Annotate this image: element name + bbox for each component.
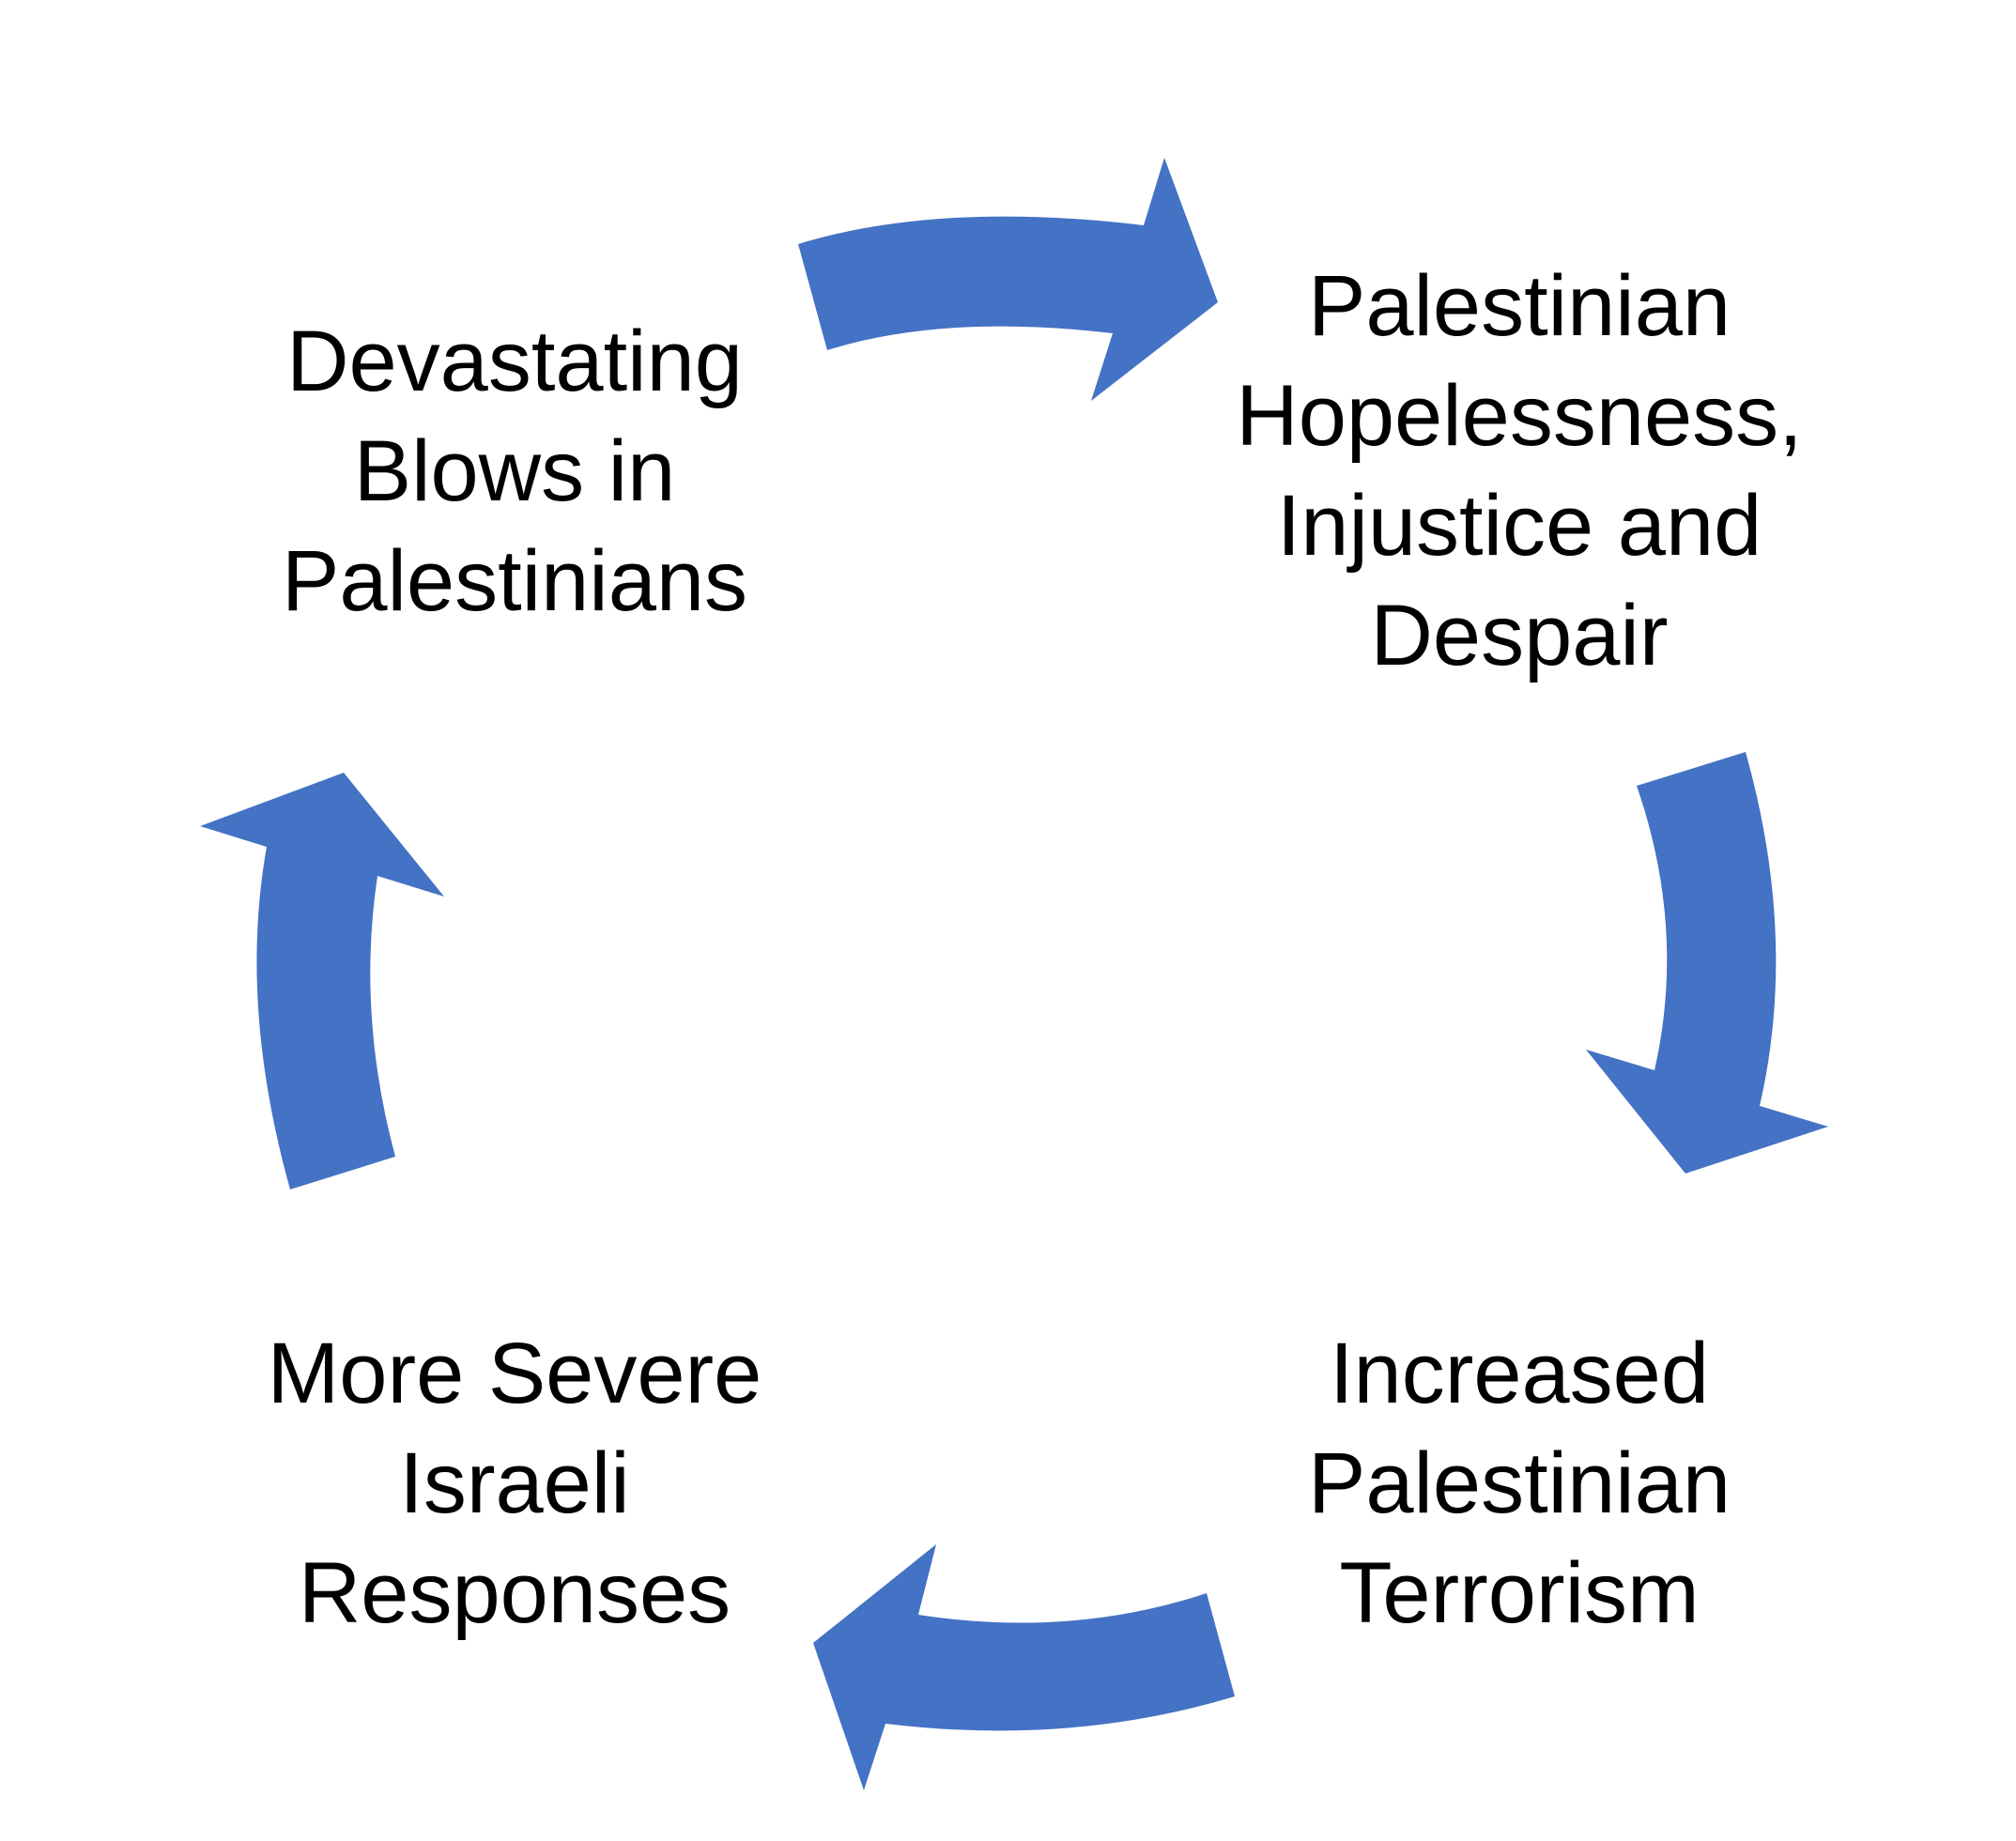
node-palestinian-hopelessness: Palestinian Hopelessness, Injustice and … bbox=[1162, 252, 1876, 691]
arrow-top-curved-right bbox=[798, 158, 1218, 401]
node-increased-terrorism: Increased Palestinian Terrorism bbox=[1162, 1319, 1876, 1649]
node-line: Injustice and bbox=[1276, 478, 1762, 574]
node-line: Palestinians bbox=[281, 533, 748, 629]
arrow-right-curved-down bbox=[1586, 752, 1828, 1174]
arrow-bottom-curved-left bbox=[813, 1544, 1235, 1790]
node-line: Blows in bbox=[353, 423, 676, 519]
arrow-left-curved-up bbox=[200, 773, 444, 1189]
node-line: Increased bbox=[1329, 1326, 1710, 1421]
node-line: More Severe bbox=[267, 1326, 762, 1421]
node-line: Devastating bbox=[286, 314, 743, 409]
node-line: Hopelessness, bbox=[1236, 368, 1803, 464]
node-line: Despair bbox=[1370, 588, 1669, 683]
node-line: Terrorism bbox=[1339, 1545, 1700, 1641]
node-line: Palestinian bbox=[1307, 1435, 1731, 1531]
node-line: Responses bbox=[298, 1545, 731, 1641]
node-line: Israeli bbox=[399, 1435, 630, 1531]
node-line: Palestinian bbox=[1307, 258, 1731, 354]
node-devastating-blows: Devastating Blows in Palestinians bbox=[158, 307, 871, 637]
node-severe-israeli-responses: More Severe Israeli Responses bbox=[158, 1319, 871, 1649]
